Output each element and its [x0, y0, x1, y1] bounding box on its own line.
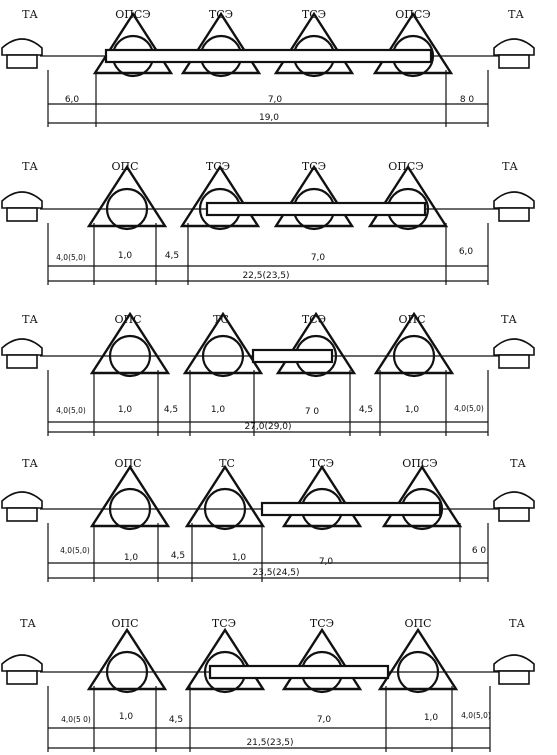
- station-icon: [179, 164, 261, 231]
- station-label: ТА: [22, 160, 38, 173]
- station-icon: [86, 627, 168, 694]
- segment-length: 4,5: [169, 715, 183, 725]
- segment-length: 4,0(5,0): [461, 711, 491, 720]
- ta-right-icon: [493, 654, 535, 685]
- segment-length: 6,0: [459, 247, 474, 257]
- station-label: ТА: [22, 8, 38, 21]
- station-icon: [180, 11, 262, 78]
- station-label: ТА: [22, 313, 38, 326]
- station-label: ОПСЭ: [402, 457, 437, 470]
- segment-length: 7,0: [317, 715, 332, 725]
- station-label: ОПС: [111, 617, 138, 630]
- segment-length: 1,0: [211, 405, 226, 415]
- segment-length: 8 0: [460, 95, 475, 105]
- station-label: ТА: [20, 617, 36, 630]
- segment-length: 4,5: [165, 251, 179, 261]
- segment-length: 6 0: [472, 546, 487, 556]
- ta-left-icon: [1, 38, 43, 69]
- station-label: ТА: [509, 617, 525, 630]
- station-icon: [281, 464, 363, 531]
- segment-length: 4,5: [164, 405, 178, 415]
- station-label: ТА: [502, 160, 518, 173]
- ta-left-icon: [1, 654, 43, 685]
- ta-right-icon: [493, 38, 535, 69]
- segment-length: 1,0: [424, 713, 439, 723]
- segment-length: 1,0: [119, 712, 134, 722]
- equipment-bar: [260, 501, 442, 517]
- station-icon: [86, 164, 168, 231]
- station-label: ТС: [219, 457, 235, 470]
- station-icon: [377, 627, 459, 694]
- segment-length: 6,0: [65, 95, 80, 105]
- station-icon: [381, 464, 463, 531]
- station-icon: [184, 627, 266, 694]
- station-label: ТА: [501, 313, 517, 326]
- segment-length: 1,0: [118, 405, 133, 415]
- segment-length: 4,5: [171, 551, 185, 561]
- segment-length: 1,0: [405, 405, 420, 415]
- equipment-bar: [104, 48, 433, 64]
- station-label: ТСЭ: [310, 617, 334, 630]
- station-label: ОПС: [111, 160, 138, 173]
- station-icon: [89, 311, 171, 378]
- station-icon: [89, 464, 171, 531]
- total-length: 27,0(29,0): [244, 422, 291, 432]
- equipment-bar: [208, 664, 390, 680]
- station-label: ТСЭ: [310, 457, 334, 470]
- segment-length: 7,0: [319, 557, 334, 567]
- segment-length: 1,0: [232, 553, 247, 563]
- segment-length: 4,0(5,0): [56, 253, 86, 262]
- station-icon: [92, 11, 174, 78]
- station-icon: [281, 627, 363, 694]
- station-label: ОПС: [114, 457, 141, 470]
- station-label: ОПС: [404, 617, 431, 630]
- segment-length: 4,5: [359, 405, 373, 415]
- segment-length: 1,0: [118, 251, 133, 261]
- total-length: 21,5(23,5): [246, 738, 293, 748]
- scheme-4: ТА ОПС ТС ТСЭ ОПСЭ ТА 4,0(5,0) 1,0 4,5 1,0 7,0 6 0 2…: [1, 457, 535, 582]
- ta-left-icon: [1, 338, 43, 369]
- segment-length: 7 0: [305, 407, 320, 417]
- scheme-5: ТА ОПС ТСЭ ТСЭ ОПС ТА 4,0(5 0) 1,0 4,5 7,0 1,0 4,0(…: [1, 617, 535, 752]
- station-label: ТА: [22, 457, 38, 470]
- station-label: ОПСЭ: [388, 160, 423, 173]
- station-icon: [367, 164, 449, 231]
- ta-left-icon: [1, 491, 43, 522]
- ta-left-icon: [1, 191, 43, 222]
- ta-right-icon: [493, 491, 535, 522]
- station-label: ТА: [508, 8, 524, 21]
- station-label: ТСЭ: [302, 313, 326, 326]
- total-length: 23,5(24,5): [252, 568, 299, 578]
- segment-length: 4,0(5,0): [56, 406, 86, 415]
- segment-length: 4,0(5 0): [61, 715, 91, 724]
- station-icon: [373, 311, 455, 378]
- segment-length: 4,0(5,0): [60, 546, 90, 555]
- total-length: 22,5(23,5): [242, 271, 289, 281]
- station-icon: [273, 164, 355, 231]
- equipment-bar: [205, 201, 427, 217]
- station-icon: [182, 311, 264, 378]
- total-length: 19,0: [259, 113, 279, 123]
- station-icon: [372, 11, 454, 78]
- ta-right-icon: [493, 191, 535, 222]
- station-icon: [273, 11, 355, 78]
- segment-length: 7,0: [311, 253, 326, 263]
- station-label: ТСЭ: [212, 617, 236, 630]
- equipment-bar: [251, 348, 334, 364]
- station-label: ТА: [510, 457, 526, 470]
- segment-length: 1,0: [124, 553, 139, 563]
- station-label: ТСЭ: [206, 160, 230, 173]
- segment-length: 7,0: [268, 95, 283, 105]
- ta-right-icon: [493, 338, 535, 369]
- station-icon: [184, 464, 266, 531]
- segment-length: 4,0(5,0): [454, 404, 484, 413]
